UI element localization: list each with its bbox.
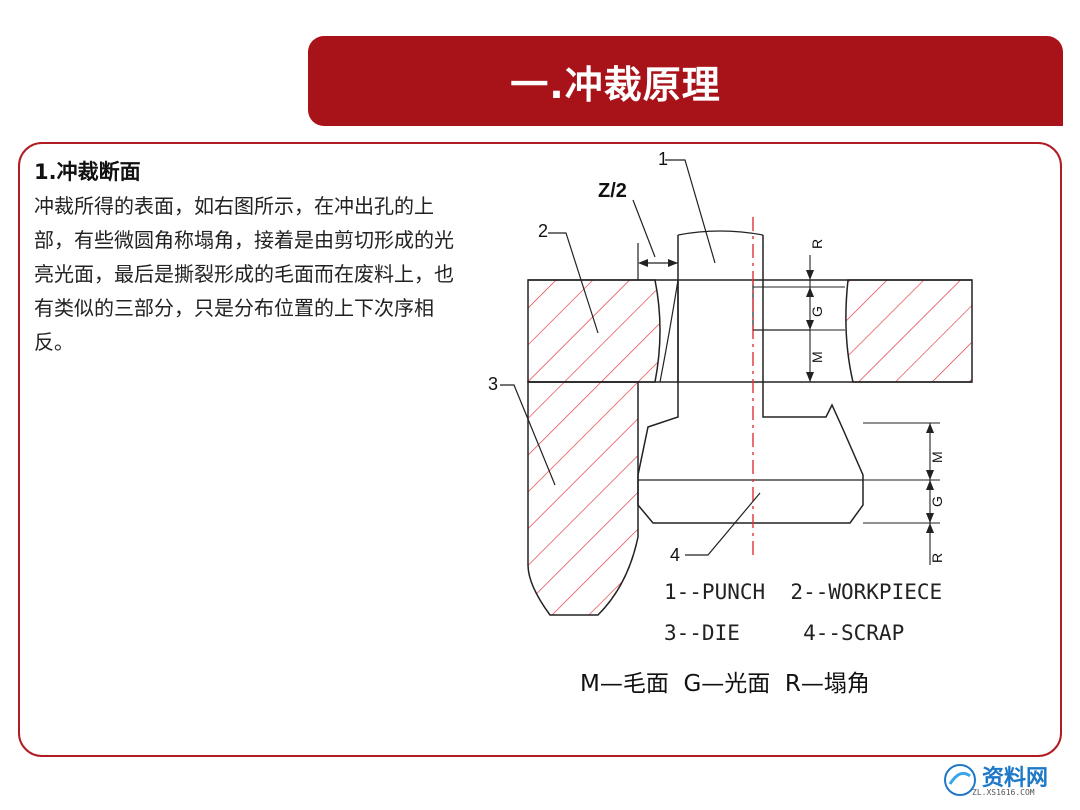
page-title: 一.冲裁原理: [510, 62, 721, 107]
legend-row-2: 3--DIE 4--SCRAP: [664, 621, 905, 645]
abbreviation-legend: M—毛面 G—光面 R—塌角: [580, 671, 870, 697]
dim-lower-m: M: [929, 451, 945, 463]
punch: [637, 235, 864, 524]
workpiece-right: [845, 279, 973, 383]
callout-3: 3: [488, 374, 498, 394]
die: [527, 381, 639, 616]
clearance-label: Z/2: [598, 180, 627, 202]
watermark-logo-icon: [944, 764, 976, 796]
dim-upper-r: R: [809, 239, 825, 249]
legend-row-1: 1--PUNCH 2--WORKPIECE: [664, 580, 943, 604]
dim-upper-g: G: [809, 306, 825, 317]
watermark-url: ZL.XS1616.COM: [972, 788, 1035, 797]
watermark: 资料网 ZL.XS1616.COM: [942, 760, 1070, 804]
blanking-section-diagram: Z/2 1 2 3 4 R G M M G R: [488, 149, 973, 616]
body-text: 冲裁所得的表面，如右图所示，在冲出孔的上部，有些微圆角称塌角，接着是由剪切形成的…: [34, 194, 454, 354]
section-heading: 1.冲裁断面: [34, 160, 141, 184]
dim-lower-r: R: [929, 553, 945, 563]
dim-lower-g: G: [929, 496, 945, 507]
dim-upper-m: M: [809, 351, 825, 363]
callout-4: 4: [670, 545, 680, 565]
workpiece-left: [527, 279, 661, 383]
callout-2: 2: [538, 221, 548, 241]
callout-1: 1: [658, 149, 668, 169]
title-banner: 一.冲裁原理: [308, 36, 1063, 126]
watermark-text: 资料网: [982, 766, 1049, 791]
